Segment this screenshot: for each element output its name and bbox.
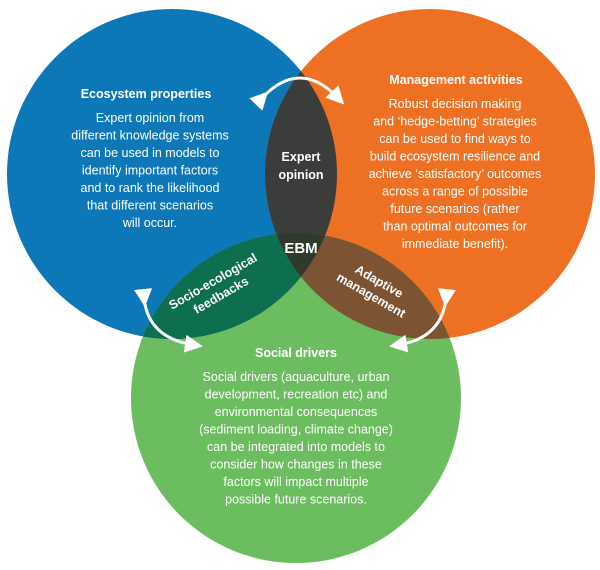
ecosystem-text-line: and to rank the likelihood xyxy=(81,181,220,195)
arrow-management-social xyxy=(389,288,456,353)
social-text-line: environmental consequences xyxy=(215,405,378,419)
ecosystem-properties-text: Expert opinion from different knowledge s… xyxy=(71,111,229,230)
ecosystem-text-line: that different scenarios xyxy=(87,199,213,213)
social-text-line: can be integrated into models to xyxy=(207,440,385,454)
management-text-line: build ecosystem resilience and xyxy=(370,150,540,164)
ecosystem-properties-title: Ecosystem properties xyxy=(81,87,212,101)
management-text-line: and ‘hedge-betting’ strategies xyxy=(373,115,537,129)
management-text-line: than optimal outcomes for xyxy=(383,220,527,234)
ecosystem-text-line: different knowledge systems xyxy=(71,129,229,143)
social-text-line: factors will impact multiple xyxy=(223,475,368,489)
social-drivers-title: Social drivers xyxy=(255,346,337,360)
management-text-line: can be used to find ways to xyxy=(379,132,531,146)
adaptive-management-overlap xyxy=(265,233,461,339)
social-text-line: development, recreation etc) and xyxy=(205,388,388,402)
management-text-line: future scenarios (rather xyxy=(390,202,519,216)
management-text-line: Robust decision making xyxy=(389,97,522,111)
socio-ecological-overlap xyxy=(131,233,337,339)
ecosystem-text-line: will occur. xyxy=(122,216,177,230)
management-activities-title: Management activities xyxy=(389,73,522,87)
ecosystem-text-line: can be used in models to xyxy=(81,146,220,160)
management-text-line: across a range of possible xyxy=(382,185,528,199)
expert-opinion-label-2: opinion xyxy=(278,168,323,182)
social-text-line: (sediment loading, climate change) xyxy=(199,423,393,437)
management-text-line: achieve ‘satisfactory’ outcomes xyxy=(369,167,542,181)
management-text-line: immediate benefit). xyxy=(402,237,508,251)
management-activities-text: Robust decision making and ‘hedge-betting… xyxy=(369,97,542,251)
social-drivers-text: Social drivers (aquaculture, urban develo… xyxy=(199,370,393,507)
arrow-ecosystem-social xyxy=(134,288,203,353)
arrow-ecosystem-management xyxy=(249,76,345,111)
social-text-line: possible future scenarios. xyxy=(225,493,367,507)
ebm-label: EBM xyxy=(284,240,317,257)
expert-opinion-label-1: Expert xyxy=(282,150,322,164)
social-text-line: consider how changes in these xyxy=(210,458,382,472)
ecosystem-text-line: identify important factors xyxy=(82,164,218,178)
ecosystem-text-line: Expert opinion from xyxy=(96,111,204,125)
social-text-line: Social drivers (aquaculture, urban xyxy=(203,370,390,384)
